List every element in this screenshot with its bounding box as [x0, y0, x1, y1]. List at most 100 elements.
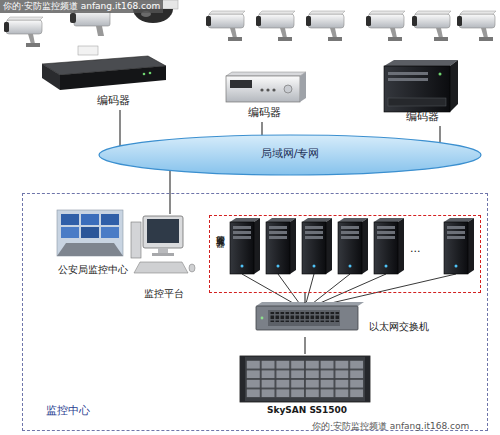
- port-panel: [268, 310, 340, 326]
- rack-ear: [365, 356, 370, 402]
- drive-bays: [246, 360, 364, 398]
- control-room-node: 公安局监控中心: [46, 209, 140, 277]
- server-tower: [374, 218, 404, 274]
- storage-node: SkySAN SS1500: [237, 354, 377, 420]
- node-label: 编码器: [234, 106, 294, 119]
- node-label: 监控平台: [131, 288, 197, 300]
- device-side: [300, 72, 306, 102]
- server-tower: [302, 218, 332, 274]
- status-led: [149, 72, 152, 75]
- ethernet-switch: [256, 302, 364, 330]
- network-ellipse-shape: [99, 135, 481, 175]
- status-led: [143, 73, 146, 76]
- wall-screen: [61, 227, 79, 238]
- box-camera: [70, 10, 110, 36]
- device-side: [42, 64, 60, 90]
- node-label: 局域网/专网: [230, 147, 350, 160]
- node-label: 编码器: [83, 94, 143, 107]
- group-label: 管理服务器: [212, 228, 226, 233]
- drive-slot: [388, 78, 428, 81]
- pc-tower: [131, 222, 141, 258]
- network-link: [119, 110, 120, 146]
- monitor-base: [152, 253, 174, 256]
- switch-front: [256, 306, 358, 330]
- monitor-stand: [158, 248, 168, 253]
- computer-icon: [131, 216, 195, 273]
- server-group: 管理服务器: [209, 215, 481, 293]
- small-adapter: [78, 46, 98, 55]
- encoder-unit: 编码器: [222, 70, 306, 122]
- bullet-camera: [412, 11, 451, 41]
- photo-frame: [57, 210, 123, 256]
- bullet-camera: [457, 11, 496, 41]
- status-led: [439, 73, 442, 76]
- console-desk: [57, 243, 123, 256]
- device-front: [384, 66, 450, 112]
- rack-ear: [240, 356, 245, 402]
- bullet-camera: [4, 17, 43, 47]
- monitor-bezel: [143, 216, 183, 248]
- wall-screen: [101, 227, 119, 238]
- device-front: [60, 66, 166, 90]
- network-link: [439, 126, 440, 143]
- button: [272, 88, 275, 91]
- status-led: [261, 317, 264, 320]
- bullet-camera: [206, 11, 245, 41]
- server-tower: [338, 218, 368, 274]
- network-link: [261, 122, 262, 135]
- front-panel: [388, 98, 446, 106]
- server-wiring: [242, 274, 456, 307]
- node-label: 以太网交换机: [365, 321, 433, 333]
- ellipsis-mark: ...: [410, 242, 421, 255]
- bullet-camera: [366, 11, 405, 41]
- group-label: 监控中心: [33, 404, 103, 417]
- node-label: 公安局监控中心: [46, 264, 140, 276]
- watermark: 你的·安防监控频道 anfang.it168.com: [312, 421, 469, 432]
- camera-lens: [70, 13, 76, 23]
- control-room-photo: [57, 210, 123, 256]
- network-link: [304, 337, 305, 354]
- wall-screen: [81, 227, 99, 238]
- jog-dial: [284, 85, 292, 93]
- monitor-screen: [147, 219, 179, 243]
- button: [260, 88, 263, 91]
- monitor-platform-node: 监控平台: [131, 214, 197, 302]
- encoder-unit: 编码器: [378, 58, 462, 126]
- keyboard: [134, 262, 188, 273]
- watermark: 你的·安防监控频道 anfang.it168.com: [0, 0, 163, 13]
- server-tower: [444, 218, 474, 274]
- storage-chassis: [240, 356, 370, 402]
- mouse: [189, 264, 195, 272]
- switch-top: [256, 302, 364, 306]
- wall-screen: [101, 214, 119, 225]
- button: [266, 88, 269, 91]
- display-panel: [230, 80, 252, 88]
- device-front: [226, 76, 300, 102]
- network-ellipse: 局域网/专网: [98, 134, 482, 176]
- server-tower: [266, 218, 296, 274]
- wall-screen: [81, 214, 99, 225]
- network-link: [304, 293, 305, 303]
- device-side: [450, 60, 458, 112]
- bullet-camera: [306, 11, 345, 41]
- switch-node: 以太网交换机: [253, 303, 433, 337]
- node-label: 编码器: [392, 110, 452, 123]
- device-top: [384, 60, 458, 66]
- bullet-camera: [256, 11, 295, 41]
- node-label: SkySAN SS1500: [237, 405, 377, 416]
- port-grid: [270, 312, 340, 322]
- drive-slot: [388, 72, 428, 75]
- encoder-unit: 编码器: [38, 52, 168, 110]
- camera-mount: [96, 26, 104, 36]
- wall-screen: [61, 214, 79, 225]
- device-top: [226, 72, 306, 76]
- encoder-device: [384, 60, 458, 112]
- monitoring-center-zone: 监控中心 公安局监控中心监控平台 管理服务器以太网交换机 SkySAN SS1500: [22, 193, 488, 431]
- server-tower: [230, 218, 260, 274]
- encoder-device: [226, 72, 306, 102]
